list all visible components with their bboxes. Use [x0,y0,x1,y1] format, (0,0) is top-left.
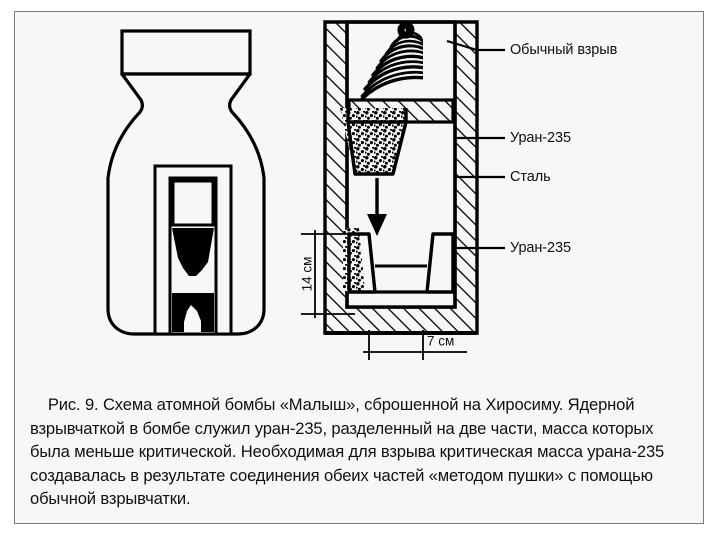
dimension-width: 7 см [363,330,467,360]
callout-steel: Сталь [455,169,551,185]
dimension-width-label: 7 см [427,334,454,349]
bomb-propellant-chamber [171,179,215,227]
bomb-uranium-projectile [172,228,214,276]
bomb-schematic-illustration: 14 см 7 см Обычный взрыв Уран-235 Сталь … [106,20,618,360]
bomb-cutaway-diagram [323,20,479,335]
cutaway-uranium-target [343,228,455,294]
callout-uranium-projectile: Уран-235 [455,130,571,146]
dimension-height: 14 см [300,230,355,318]
bomb-uranium-target [172,293,214,332]
figure-caption: Рис. 9. Схема атомной бомбы «Малыш», сбр… [30,370,678,534]
figure-caption-text: Рис. 9. Схема атомной бомбы «Малыш», сбр… [30,395,669,509]
cutaway-uranium-projectile [340,108,408,176]
callout-conventional-explosive: Обычный взрыв [446,39,618,58]
bomb-tail-fin-box [120,29,252,76]
cutaway-bore-outline [345,20,457,309]
callout-uranium-target: Уран-235 [455,240,571,256]
down-arrow-icon [367,178,387,236]
callout-uranium-target-label: Уран-235 [510,240,571,256]
callout-conventional-explosive-label: Обычный взрыв [510,42,618,58]
blast-waves-icon [357,22,423,104]
callout-steel-label: Сталь [510,169,551,185]
callout-uranium-projectile-label: Уран-235 [510,130,571,146]
dimension-height-label: 14 см [300,257,315,292]
bomb-exterior-silhouette [106,29,266,336]
